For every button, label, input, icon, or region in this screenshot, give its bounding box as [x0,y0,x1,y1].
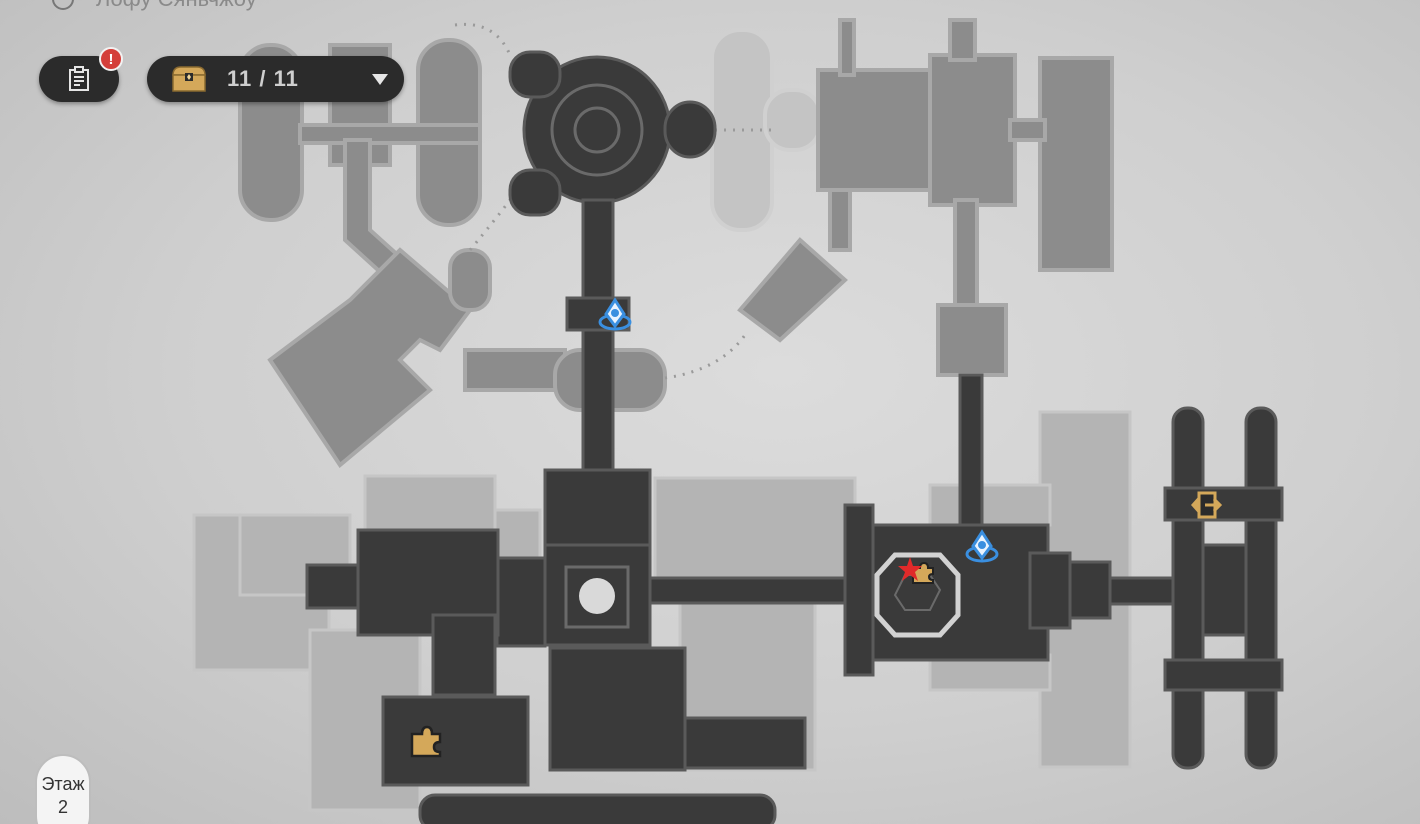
mission-log-icon [69,66,89,91]
location-name: Лофу Сяньчжоу [96,0,257,12]
explored-area [305,50,1284,824]
octagon-hall-detail [874,552,961,638]
location-header: Лофу Сяньчжоу [52,0,257,12]
rotunda-detail [550,83,644,177]
central-plaza-detail [564,565,630,629]
treasure-chest-icon [172,66,206,92]
chest-counter-dropdown[interactable]: 11 / 11 [147,56,404,102]
space-anchor-icon[interactable] [598,296,634,334]
floor-label: Этаж [41,774,85,794]
floor-selector[interactable]: Этаж 2 [35,754,91,824]
chest-count: 11 / 11 [227,66,299,91]
exit-door-icon[interactable] [1187,488,1225,522]
location-pin-icon [52,0,74,10]
floor-number: 2 [57,797,68,817]
connection-paths [454,22,775,380]
alert-badge: ! [99,47,123,71]
caret-down-icon[interactable] [372,74,388,85]
player-star-icon [898,557,922,581]
puzzle-icon[interactable] [408,724,444,758]
space-anchor-icon[interactable] [965,528,1001,566]
unexplored-area-northeast [710,18,1114,377]
